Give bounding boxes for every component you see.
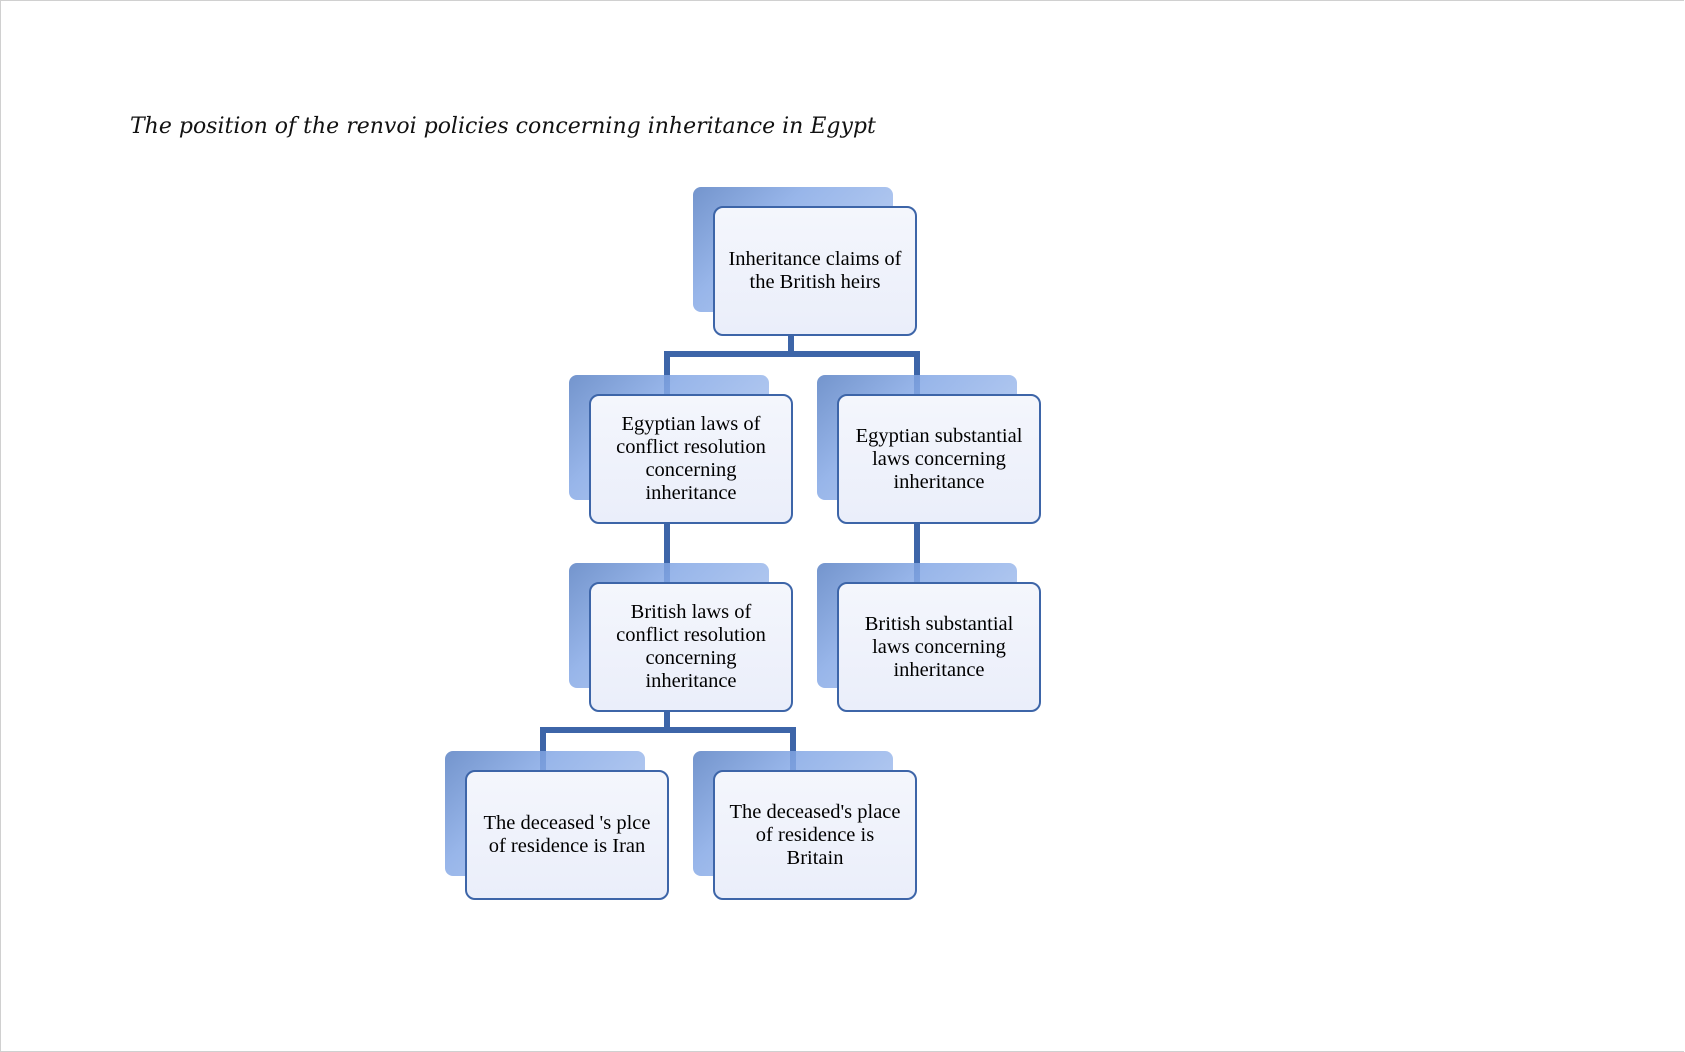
node-residence-britain: The deceased's place of residence is Bri… bbox=[693, 751, 917, 900]
node-residence-iran: The deceased 's plce of residence is Ira… bbox=[445, 751, 669, 900]
node-card: British laws of conflict resolution conc… bbox=[589, 582, 793, 712]
node-british-conflict-laws: British laws of conflict resolution conc… bbox=[569, 563, 793, 712]
node-card: The deceased's place of residence is Bri… bbox=[713, 770, 917, 900]
node-label: Egyptian laws of conflict resolution con… bbox=[616, 413, 766, 504]
node-card: British substantial laws concerning inhe… bbox=[837, 582, 1041, 712]
node-british-substantial-laws: British substantial laws concerning inhe… bbox=[817, 563, 1041, 712]
node-label: The deceased 's plce of residence is Ira… bbox=[483, 812, 651, 857]
node-label: Egyptian substantial laws concerning inh… bbox=[855, 424, 1023, 493]
node-card: Egyptian substantial laws concerning inh… bbox=[837, 394, 1041, 524]
diagram-caption: The position of the renvoi policies conc… bbox=[130, 114, 876, 139]
node-root: Inheritance claims of the British heirs bbox=[693, 187, 917, 336]
node-label: The deceased's place of residence is Bri… bbox=[729, 800, 901, 869]
node-egyptian-substantial-laws: Egyptian substantial laws concerning inh… bbox=[817, 375, 1041, 524]
node-label: British laws of conflict resolution conc… bbox=[616, 601, 766, 692]
edge-br-conflict-to-level4 bbox=[540, 708, 796, 770]
node-egyptian-conflict-laws: Egyptian laws of conflict resolution con… bbox=[569, 375, 793, 524]
node-card: Inheritance claims of the British heirs bbox=[713, 206, 917, 336]
node-card: Egyptian laws of conflict resolution con… bbox=[589, 394, 793, 524]
node-card: The deceased 's plce of residence is Ira… bbox=[465, 770, 669, 900]
node-label: British substantial laws concerning inhe… bbox=[864, 612, 1014, 681]
node-label: Inheritance claims of the British heirs bbox=[728, 248, 902, 293]
